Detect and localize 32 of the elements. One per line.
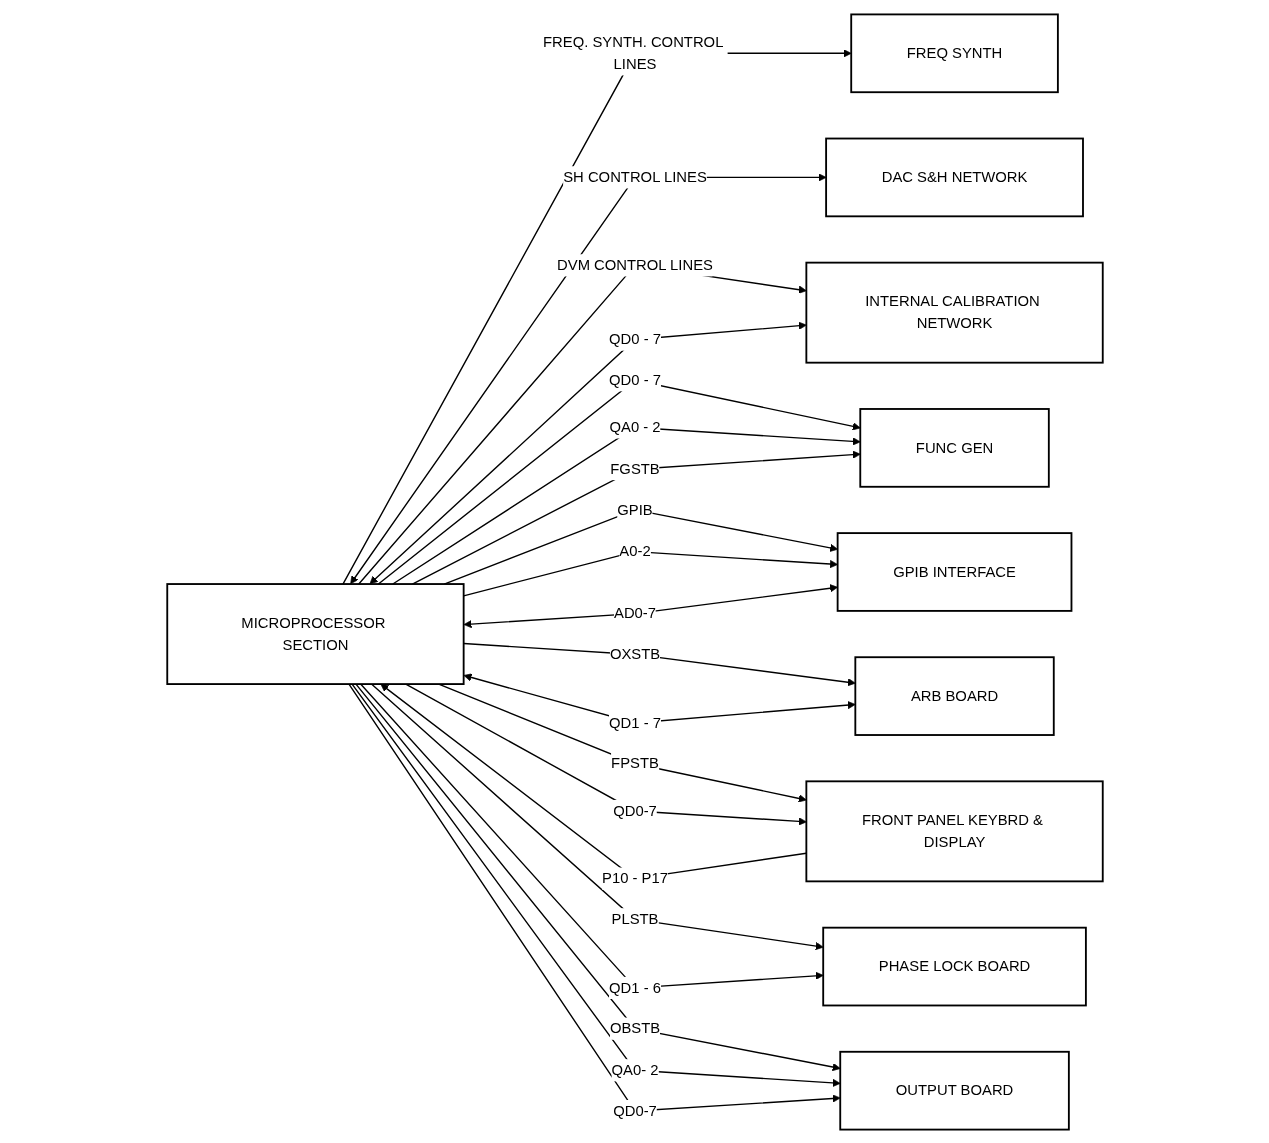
edge-label: QD1 - 7 xyxy=(608,714,661,730)
edge-label: SH CONTROL LINES xyxy=(562,168,707,185)
edge-label: AD0-7 xyxy=(613,604,656,621)
edge-label: QA0 - 2 xyxy=(608,418,661,435)
edge-label: FREQ. SYNTH. CONTROL LINES xyxy=(542,33,723,72)
edge-label: DVM CONTROL LINES xyxy=(556,256,713,273)
edge-label: QD0-7 xyxy=(612,1102,657,1118)
edge-label: QD0-7 xyxy=(612,802,657,818)
edge-label: FPSTB xyxy=(610,754,659,771)
node-box: FRONT PANEL KEYBRD & DISPLAY xyxy=(804,779,1104,882)
node-box: ARB BOARD xyxy=(853,655,1055,736)
node-box: FREQ SYNTH xyxy=(849,13,1059,93)
node-box: GPIB INTERFACE xyxy=(836,531,1072,612)
node-box: INTERNAL CALIBRATION NETWORK xyxy=(804,261,1104,364)
edge-label: A0-2 xyxy=(618,542,651,559)
node-box: OUTPUT BOARD xyxy=(838,1050,1070,1130)
edge-label: QD0 - 7 xyxy=(608,371,661,388)
edge-label: FGSTB xyxy=(609,460,660,477)
arrow xyxy=(463,583,838,628)
edge-label: QA0- 2 xyxy=(611,1061,658,1078)
edge-label: GPIB xyxy=(616,501,653,517)
edge-label: QD0 - 7 xyxy=(608,330,661,347)
edge-label: P10 - P17 xyxy=(601,869,668,886)
node-box: DAC S&H NETWORK xyxy=(824,137,1084,217)
node-box: MICROPROCESSOR SECTION xyxy=(165,582,465,685)
edge-label: OXSTB xyxy=(609,645,660,662)
edge-label: PLSTB xyxy=(611,910,658,927)
node-box: PHASE LOCK BOARD xyxy=(821,926,1087,1006)
edge-label: QD1 - 6 xyxy=(608,979,661,995)
edge-label: OBSTB xyxy=(609,1019,660,1036)
arrow xyxy=(349,172,826,584)
node-box: FUNC GEN xyxy=(858,407,1050,488)
